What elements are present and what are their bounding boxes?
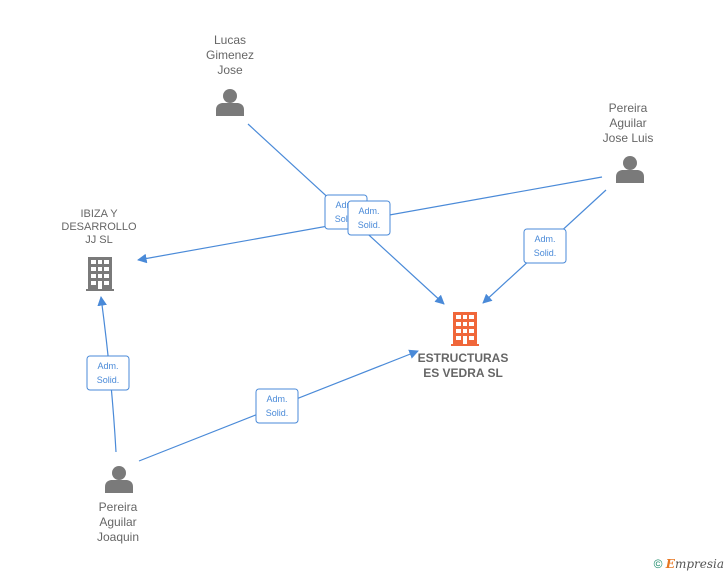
footer-credit: © Empresia — [654, 557, 724, 571]
brand-initial: E — [665, 557, 675, 571]
edge-label-type: Solid. — [534, 248, 557, 258]
node-label-ibiza[interactable]: IBIZA Y DESARROLLO JJ SL — [50, 208, 148, 247]
edge-label-joaquin-estructuras[interactable]: Adm. Solid. — [255, 388, 299, 424]
node-label-pereira-joaquin[interactable]: Pereira Aguilar Joaquin — [78, 500, 158, 545]
person-icon[interactable] — [216, 89, 244, 116]
node-label-line: DESARROLLO — [61, 221, 137, 233]
edge-label-joaquin-ibiza[interactable]: Adm. Solid. — [86, 355, 130, 391]
node-label-lucas[interactable]: Lucas Gimenez Jose — [190, 33, 270, 78]
person-icon[interactable] — [105, 466, 133, 493]
edge-label-role: Adm. — [266, 394, 287, 404]
node-label-pereira-jose-luis[interactable]: Pereira Aguilar Jose Luis — [588, 101, 668, 146]
edge-label-role: Adm. — [335, 200, 356, 210]
node-label-line: Jose Luis — [602, 131, 654, 145]
node-label-line: ES VEDRA SL — [423, 366, 503, 380]
node-label-line: Gimenez — [205, 48, 255, 62]
node-label-line: Pereira — [98, 500, 138, 514]
edge-label-type: Solid. — [97, 375, 120, 385]
person-icon[interactable] — [616, 156, 644, 183]
node-label-line: ESTRUCTURAS — [417, 351, 509, 365]
node-label-line: JJ SL — [85, 234, 113, 246]
node-label-line: IBIZA Y — [80, 208, 118, 220]
edge-label-role: Adm. — [358, 206, 379, 216]
brand-logo[interactable]: Empresia — [666, 557, 724, 571]
edge-label-joseluis-estructuras[interactable]: Adm. Solid. — [523, 228, 567, 264]
copyright-icon: © — [653, 557, 663, 571]
edge-label-joseluis-ibiza[interactable]: Adm. Solid. — [347, 200, 391, 236]
node-label-line: Jose — [217, 63, 243, 77]
edge-label-type: Solid. — [358, 220, 381, 230]
node-label-line: Pereira — [608, 101, 648, 115]
edge-label-role: Adm. — [534, 234, 555, 244]
node-label-line: Aguilar — [99, 515, 137, 529]
node-label-line: Lucas — [213, 33, 247, 47]
edge-label-type: Solid. — [266, 408, 289, 418]
building-icon-target[interactable] — [451, 312, 479, 346]
node-label-line: Aguilar — [609, 116, 647, 130]
edge-label-role: Adm. — [97, 361, 118, 371]
node-label-estructuras[interactable]: ESTRUCTURAS ES VEDRA SL — [408, 351, 518, 381]
building-icon[interactable] — [86, 257, 114, 291]
edge-label-type: Solid. — [335, 214, 358, 224]
brand-name: mpresia — [674, 557, 724, 571]
node-label-line: Joaquin — [96, 530, 140, 544]
